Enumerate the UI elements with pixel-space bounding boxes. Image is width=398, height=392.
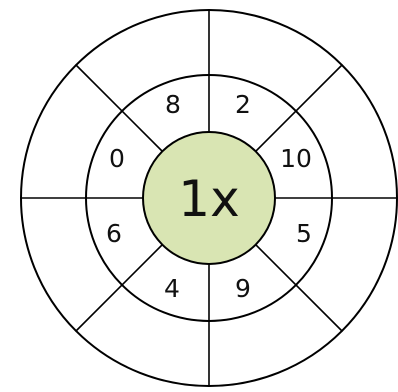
inner-number: 4 [164,274,180,303]
center-circle [142,131,276,265]
spoke-upper-right [253,64,343,154]
inner-number: 5 [296,219,312,248]
inner-number: 9 [235,274,251,303]
inner-number: 0 [109,144,125,173]
inner-number: 10 [280,144,312,173]
spoke-upper-left [75,64,165,154]
spoke-lower-right [253,242,343,332]
spoke-lower-left [75,242,165,332]
center-label: 1x [178,170,239,228]
inner-number: 6 [106,219,122,248]
inner-number: 8 [165,90,181,119]
inner-number: 2 [235,90,251,119]
